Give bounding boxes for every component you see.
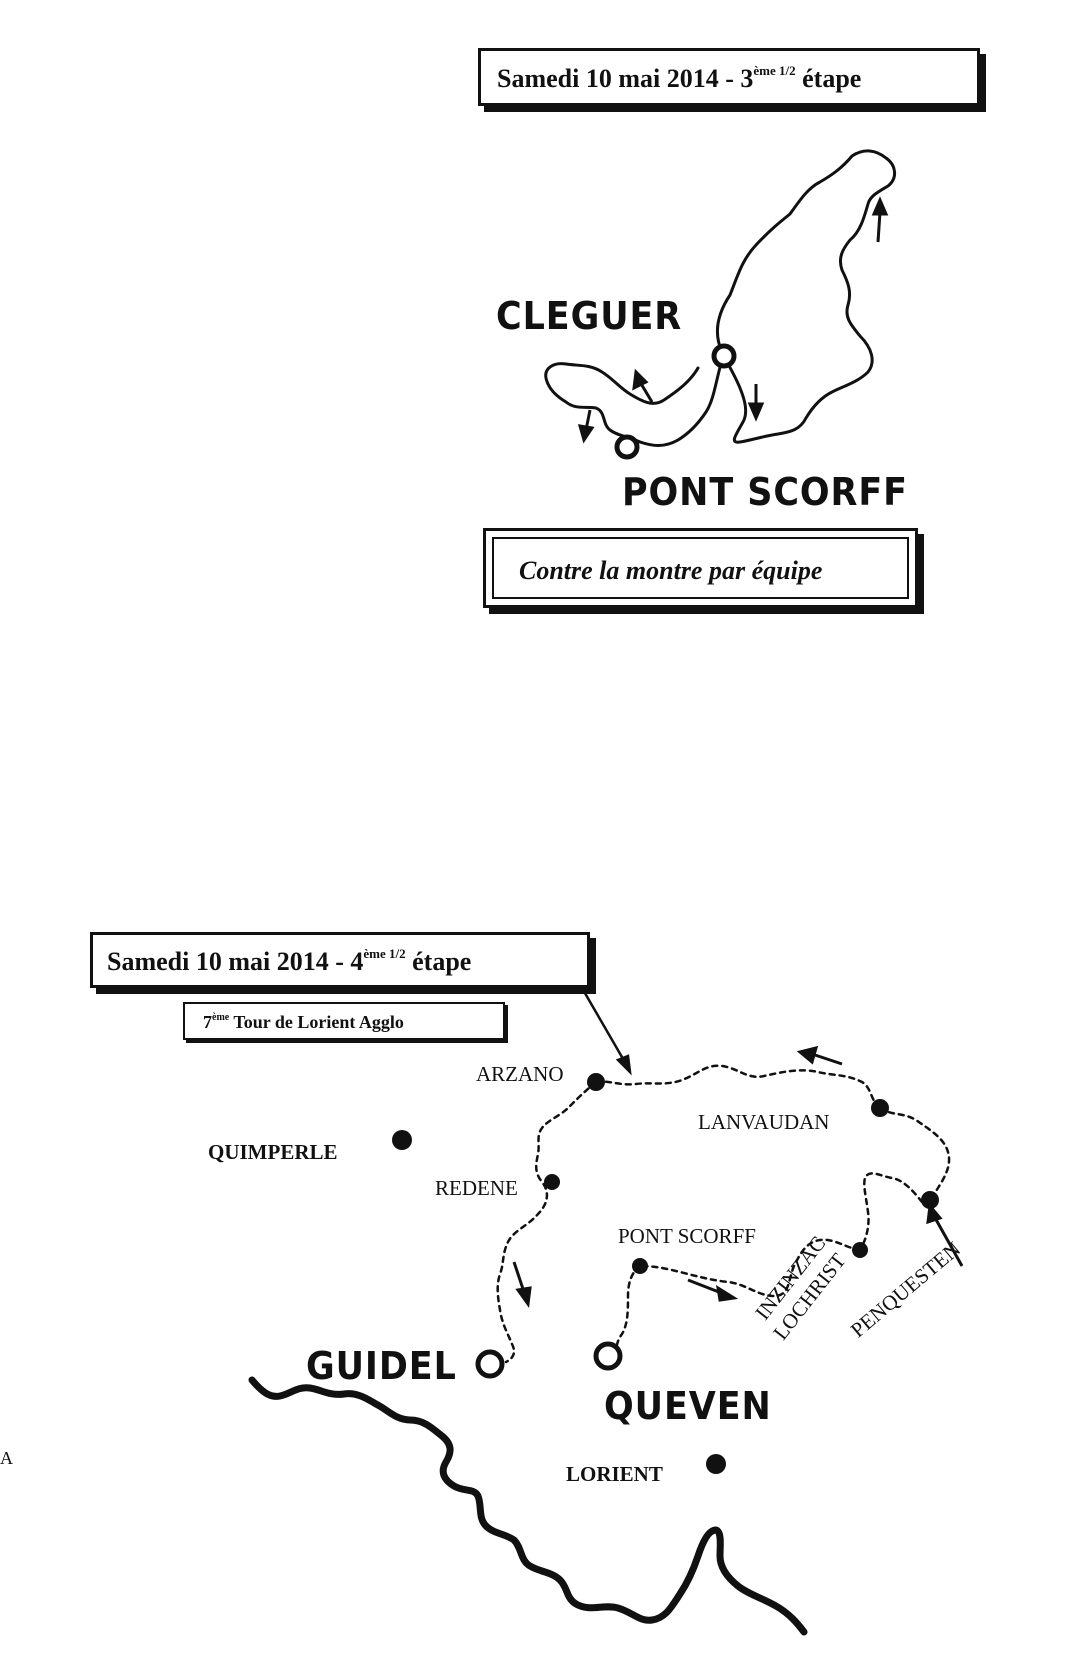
stage2-title: Samedi 10 mai 2014 - 4ème 1/2 étape (107, 946, 471, 977)
stage1-subtitle-box: Contre la montre par équipe (483, 528, 918, 608)
arzano-dot (587, 1073, 605, 1091)
town-redene: REDENE (435, 1176, 518, 1200)
inzinzac-dot (852, 1242, 868, 1258)
town-pont-scorff: PONT SCORFF (618, 1224, 756, 1248)
stage1-title-suffix: étape (795, 64, 862, 93)
stage1-title-box: Samedi 10 mai 2014 - 3ème 1/2 étape (478, 48, 980, 106)
stage1-arrow-down-inner (747, 384, 765, 422)
stage2-route-inzinzac (638, 1238, 862, 1298)
lorient-dot (706, 1454, 726, 1474)
stage1-town-pont-scorff: PONT SCORFF (622, 470, 908, 514)
stage2-route-queven (614, 1264, 642, 1358)
town-queven: QUEVEN (604, 1384, 772, 1428)
coastline (248, 1376, 808, 1636)
stage1-pont-scorff-circle (614, 434, 640, 460)
stage1-cleguer-circle (711, 343, 737, 369)
penquesten-dot (921, 1191, 939, 1209)
stage2-title-pointer (580, 987, 628, 1065)
stage2-tour-sup: ème (212, 1012, 230, 1023)
stage2-title-box: Samedi 10 mai 2014 - 4ème 1/2 étape (90, 932, 590, 988)
stage2-penquesten-pointer (926, 1202, 964, 1267)
stage1-title-prefix: Samedi 10 mai 2014 - 3 (497, 64, 754, 93)
town-guidel: GUIDEL (306, 1344, 457, 1388)
quimperle-dot (392, 1130, 412, 1150)
town-lanvaudan: LANVAUDAN (698, 1110, 830, 1134)
stage2-tour-box: 7ème Tour de Lorient Agglo (183, 1002, 505, 1040)
stage1-subtitle: Contre la montre par équipe (492, 537, 909, 599)
stage2-title-suffix: étape (405, 947, 472, 976)
stage2-arrow-north (796, 1045, 843, 1066)
stage2-title-sup: ème 1/2 (363, 946, 406, 961)
queven-circle (593, 1341, 623, 1371)
stage2-arrow-west-down (512, 1261, 532, 1308)
stage1-arrow-up-west (632, 368, 654, 403)
stage1-route-inner (638, 358, 724, 447)
stage1-route-line (716, 149, 896, 444)
guidel-circle (475, 1349, 505, 1379)
stage2-route-loop (858, 1172, 924, 1252)
stage2-arrow-east (687, 1278, 739, 1302)
stage2-tour-suffix: Tour de Lorient Agglo (229, 1012, 404, 1032)
stage2-route-west (496, 1080, 598, 1364)
stage2-route-north (594, 1064, 882, 1110)
stage1-arrow-up-right (871, 196, 889, 243)
stage1-arrow-down-west (577, 409, 595, 444)
stage2-title-prefix: Samedi 10 mai 2014 - 4 (107, 947, 364, 976)
stage1-title: Samedi 10 mai 2014 - 3ème 1/2 étape (497, 63, 861, 94)
stage2-tour-prefix: 7 (203, 1012, 212, 1032)
town-quimperle: QUIMPERLE (208, 1140, 338, 1164)
pont-scorff-dot (632, 1258, 648, 1274)
redene-dot (544, 1174, 560, 1190)
stage2-tour-label: 7ème Tour de Lorient Agglo (203, 1012, 404, 1033)
margin-fragment: A (0, 1448, 13, 1468)
stage1-town-cleguer: CLEGUER (496, 294, 683, 338)
stage1-title-sup: ème 1/2 (753, 63, 796, 78)
stage2-route-east (878, 1106, 951, 1207)
lanvaudan-dot (871, 1099, 889, 1117)
town-lorient: LORIENT (566, 1462, 663, 1486)
town-arzano: ARZANO (476, 1062, 564, 1086)
stage1-route-west (544, 362, 700, 444)
